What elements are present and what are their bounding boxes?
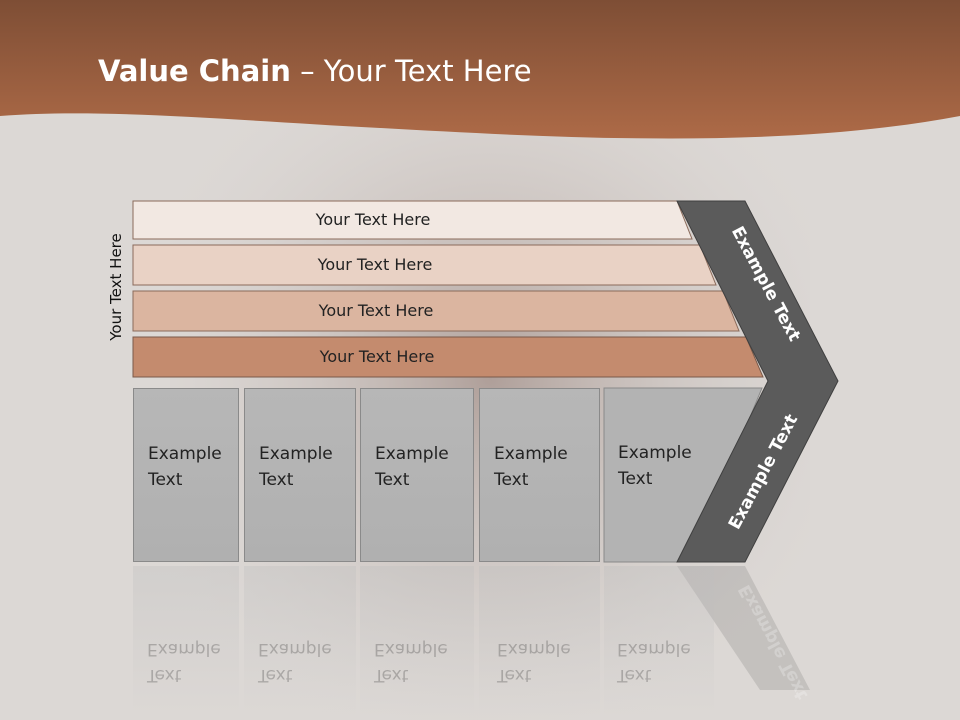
column-text: Example (259, 444, 333, 464)
row-3: Your Text Here (318, 301, 434, 320)
page-title: Value Chain – Your Text Here (98, 54, 532, 88)
column-reflection (244, 566, 356, 716)
row-4: Your Text Here (319, 347, 435, 366)
column-text: Example (148, 444, 222, 464)
column-text: Text (618, 469, 653, 489)
row-2: Your Text Here (317, 255, 433, 274)
column-text: Text (494, 470, 529, 490)
column-reflection (479, 566, 600, 716)
column-text: Example (618, 443, 692, 463)
column-reflection (133, 566, 239, 716)
column-text: Text (259, 470, 294, 490)
row-1: Your Text Here (315, 210, 431, 229)
column-reflection (360, 566, 474, 716)
column-reflection (604, 566, 714, 716)
column-text: Text (148, 470, 183, 490)
row-shape-3 (132, 290, 740, 332)
chevron-reflection (677, 566, 810, 690)
column-text: Text (375, 470, 410, 490)
row-shape-2 (132, 244, 717, 286)
chevron-shape (676, 200, 839, 563)
column-text: Example (375, 444, 449, 464)
column-text: Example (494, 444, 568, 464)
row-shape-4 (132, 336, 764, 378)
row-shape-1 (132, 200, 693, 240)
